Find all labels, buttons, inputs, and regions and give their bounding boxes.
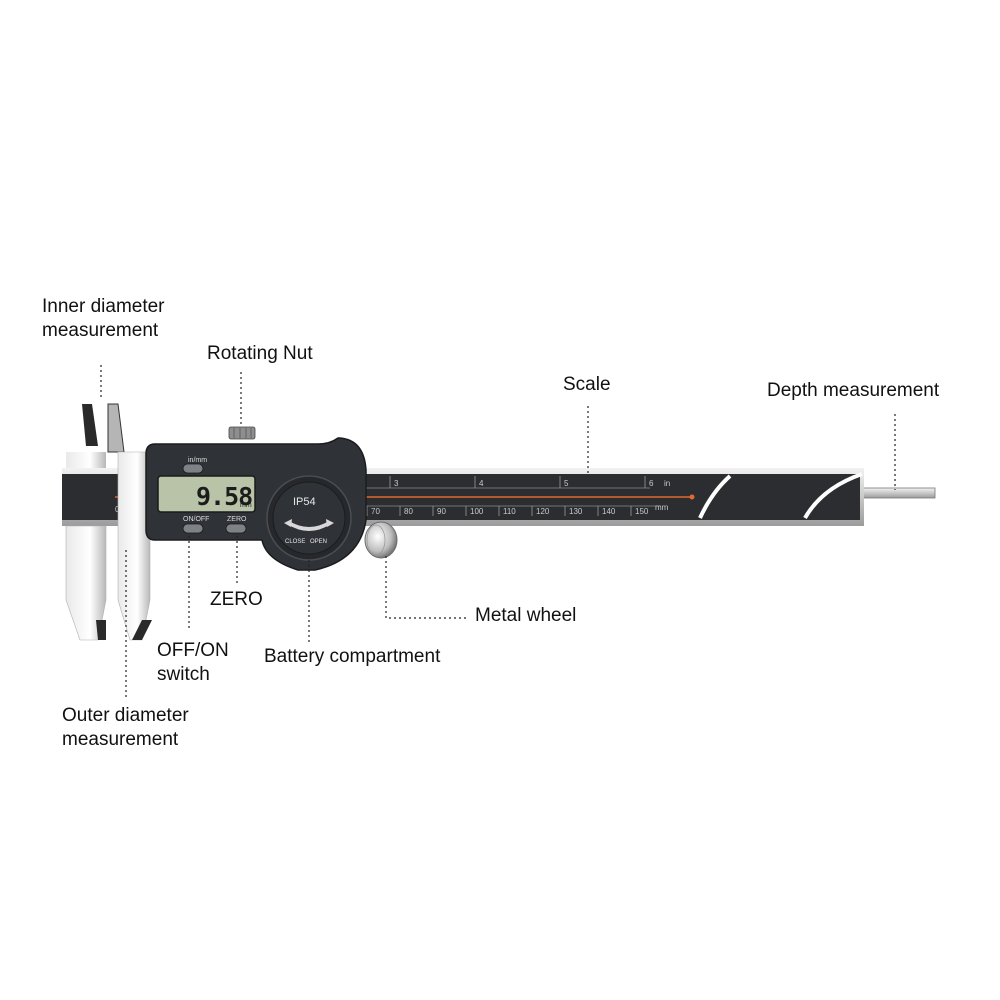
battery-compartment-label: Battery compartment — [264, 646, 441, 667]
inch-tick-label: 6 — [649, 479, 654, 488]
inch-scale: 3 4 5 6 in — [389, 476, 670, 488]
lcd-unit: mm — [240, 502, 252, 509]
on-off-label: ON/OFF — [183, 516, 209, 523]
inner-diameter-line2: measurement — [42, 320, 159, 341]
depth-measurement-label: Depth measurement — [767, 380, 940, 401]
on-off-button[interactable] — [182, 523, 204, 534]
inner-diameter-label: Inner diameter measurement — [42, 295, 165, 343]
outer-diameter-line2: measurement — [62, 729, 179, 750]
outer-diameter-line1: Outer diameter — [62, 705, 189, 726]
mm-tick-label: 110 — [503, 507, 516, 516]
depth-rod — [859, 487, 936, 499]
mm-scale: 70 80 90 100 110 120 130 140 150 mm 0 — [115, 503, 669, 516]
inch-tick-label: 3 — [394, 479, 399, 488]
ip-rating-label: IP54 — [293, 496, 316, 508]
mm-tick-label: 70 — [371, 507, 380, 516]
battery-open-label: OPEN — [310, 539, 327, 545]
zero-label: ZERO — [227, 516, 247, 523]
zero-callout-label: ZERO — [210, 589, 263, 610]
mm-tick-label: 150 — [635, 507, 649, 516]
unit-toggle-button[interactable] — [182, 463, 204, 474]
off-on-line2: switch — [157, 664, 210, 685]
zero-mark: 0 — [115, 505, 120, 514]
sliding-jaw — [107, 403, 152, 641]
lcd-display — [157, 475, 256, 513]
rotating-nut — [228, 426, 256, 440]
mm-tick-label: 90 — [437, 507, 446, 516]
zero-button[interactable] — [225, 523, 247, 534]
scale-label: Scale — [563, 374, 611, 395]
mm-tick-label: 140 — [602, 507, 616, 516]
off-on-switch-label: OFF/ON switch — [157, 639, 229, 687]
inner-diameter-line1: Inner diameter — [42, 296, 165, 317]
metal-wheel[interactable] — [364, 521, 398, 559]
inch-tick-label: 4 — [479, 479, 484, 488]
leader-metal-wheel — [385, 556, 468, 619]
mm-unit-label: mm — [655, 503, 669, 512]
battery-close-label: CLOSE — [285, 539, 305, 545]
metal-wheel-label: Metal wheel — [475, 605, 577, 626]
mm-tick-label: 80 — [404, 507, 413, 516]
inch-unit-label: in — [664, 479, 670, 488]
unit-toggle-label: in/mm — [188, 457, 207, 464]
rotating-nut-label: Rotating Nut — [207, 343, 313, 364]
fixed-jaw — [65, 404, 107, 641]
leader-lines — [100, 365, 896, 700]
inch-tick-label: 5 — [564, 479, 569, 488]
mm-tick-label: 100 — [470, 507, 484, 516]
lcd-reading: 9.58 — [196, 482, 252, 511]
outer-diameter-label: Outer diameter measurement — [62, 704, 189, 752]
mm-tick-label: 130 — [569, 507, 583, 516]
off-on-line1: OFF/ON — [157, 640, 229, 661]
battery-compartment[interactable]: IP54 CLOSE OPEN — [266, 475, 352, 561]
mm-tick-label: 120 — [536, 507, 550, 516]
